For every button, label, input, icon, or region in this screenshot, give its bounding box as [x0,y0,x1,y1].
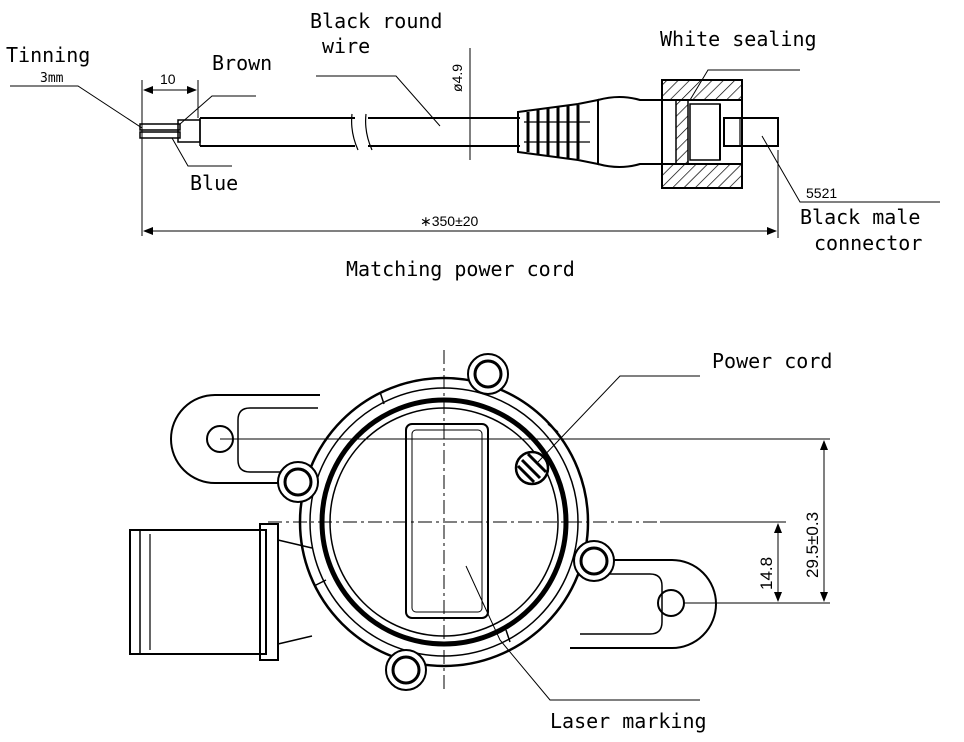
tinning-length-label: 3mm [40,71,64,86]
power-cord-drawing: Tinning 3mm Brown Blue 10 Black round wi… [6,9,940,281]
wire-diameter-dimension [464,48,476,160]
molded-grip [597,96,663,168]
white-sealing-nut [661,79,743,189]
screw-bosses [277,353,615,691]
hose-inlet [129,523,313,661]
dimension-29-5: 29.5±0.3 [803,512,822,578]
part-number-label: 5521 [806,185,837,201]
body-leader-lines [465,375,700,701]
housing-outer-ring [298,376,590,668]
power-cord-label: Power cord [712,349,832,373]
wire-diameter-value: ø4.9 [449,64,465,92]
black-male-connector-label-line2: connector [814,231,922,255]
overall-length-value: ∗350±20 [420,213,479,229]
blue-wire-label: Blue [190,171,238,195]
brown-wire-label: Brown [212,51,272,75]
strip-length-value: 10 [160,71,176,87]
stripped-wire-ends [139,119,201,143]
black-round-wire-label-line1: Black round [310,9,442,33]
body-dimensions [220,438,830,604]
sensor-body-drawing: Power cord Laser marking 14.8 29.5±0.3 [129,349,832,733]
cord-leader-lines [10,69,940,203]
dimension-14-8: 14.8 [757,557,776,590]
black-round-wire [199,113,520,151]
black-male-connector-label-line1: Black male [800,205,920,229]
power-cord-caption: Matching power cord [346,257,575,281]
center-lines [268,350,660,690]
strain-relief-boot [517,98,599,166]
tinning-label: Tinning [6,43,90,67]
black-round-wire-label-line2: wire [322,34,370,58]
white-sealing-label: White sealing [660,27,817,51]
strip-length-dimension [141,80,199,236]
male-connector-pin [723,117,779,147]
laser-marking-label: Laser marking [550,709,707,733]
laser-marking-window [405,423,489,619]
